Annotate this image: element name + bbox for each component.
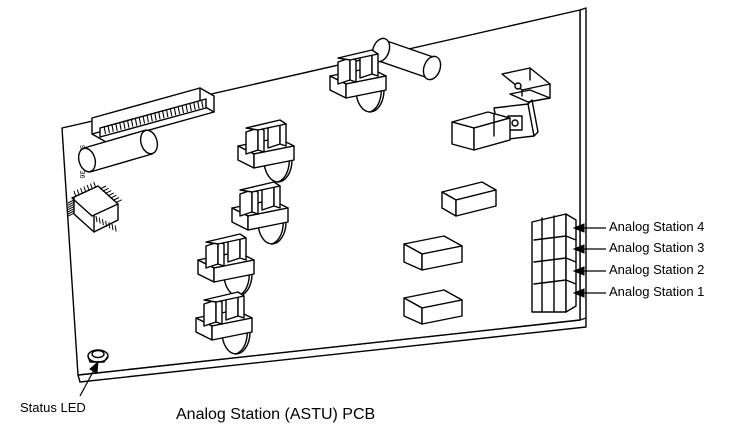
connector-pin	[154, 112, 157, 121]
label-analog-station-3: Analog Station 3	[609, 240, 704, 255]
chip-leg	[110, 194, 117, 199]
cylinder-top	[371, 37, 442, 81]
callout-arrow-head	[572, 223, 585, 233]
connector-pin	[193, 101, 196, 110]
diagram-caption: Analog Station (ASTU) PCB	[176, 406, 375, 423]
label-analog-station-1: Analog Station 1	[609, 284, 704, 299]
station-jack-block	[531, 213, 577, 313]
block-component-3	[403, 289, 463, 325]
connector-pin	[115, 122, 118, 131]
chip-leg	[86, 184, 90, 192]
chip-leg	[95, 215, 98, 223]
chip-leg	[67, 206, 75, 211]
pcb-board-bottom-edge	[79, 317, 587, 383]
chip-leg	[111, 223, 114, 231]
transformer-block	[451, 111, 511, 151]
connector-pin	[119, 121, 122, 130]
bracket-part	[501, 67, 551, 103]
pcb-board	[61, 7, 587, 383]
connector-pin	[107, 124, 110, 134]
chip-leg	[67, 199, 75, 204]
connector-pin	[142, 115, 146, 124]
chip-leg	[67, 201, 75, 206]
chip-leg	[105, 220, 108, 227]
callout-arrow-head	[572, 288, 585, 298]
chip-leg	[99, 185, 107, 190]
connector-pin	[169, 108, 173, 117]
chip-leg	[112, 197, 120, 201]
callout-arrow-head	[572, 266, 585, 276]
chip-leg	[83, 186, 87, 193]
connector-pin	[146, 114, 149, 123]
connector-pin	[181, 104, 185, 114]
cylinder-left	[77, 129, 159, 173]
pcb-board-face	[61, 9, 581, 376]
connector-pin	[177, 105, 181, 115]
label-analog-station-4: Analog Station 4	[609, 219, 704, 234]
relay-component	[197, 233, 255, 297]
relay-components	[195, 49, 387, 355]
connector-pin	[111, 123, 114, 133]
chip-legs	[67, 181, 122, 232]
relay-component	[237, 119, 295, 183]
connector-pin	[130, 118, 134, 127]
status-led-arrow-line	[79, 369, 95, 397]
connector-pin	[158, 111, 161, 120]
callout-arrow-head	[572, 244, 585, 254]
connector-pin	[173, 106, 177, 116]
chip-leg	[90, 183, 93, 190]
connector-pin	[161, 110, 165, 119]
connector-pin	[200, 99, 204, 108]
label-status-led: Status LED	[20, 400, 86, 415]
status-led	[87, 349, 109, 363]
relay-component	[195, 291, 253, 355]
connector-pin	[103, 125, 107, 135]
status-led-arrow-head	[89, 360, 99, 374]
relay-component	[329, 49, 387, 113]
connector-pin	[189, 102, 192, 112]
chip-leg	[80, 187, 84, 195]
edge-connector	[91, 87, 215, 143]
chip-leg	[67, 212, 75, 217]
chip-leg	[93, 181, 97, 189]
label-analog-station-2: Analog Station 2	[609, 262, 704, 277]
chip-leg	[115, 199, 122, 204]
chip-leg	[67, 210, 75, 215]
connector-pin	[126, 119, 130, 128]
qfp-chip	[67, 181, 122, 233]
chip-leg	[67, 203, 75, 208]
connector-pin	[165, 109, 169, 118]
relay-component	[231, 181, 289, 245]
chip-leg	[102, 187, 109, 192]
chip-leg	[101, 219, 104, 226]
block-component-1	[441, 181, 497, 217]
connector-pin	[134, 117, 138, 126]
connector-pin	[197, 100, 200, 109]
chip-leg	[107, 192, 115, 197]
chip-leg	[67, 208, 75, 213]
connector-pins	[103, 99, 204, 135]
connector-pin	[150, 113, 153, 122]
chip-leg	[98, 217, 101, 224]
chip-leg	[114, 225, 117, 232]
chip-leg	[108, 222, 111, 229]
callout-arrows	[79, 223, 606, 397]
chip-leg	[73, 190, 77, 198]
block-component-2	[403, 235, 463, 271]
chip-leg	[104, 190, 112, 195]
connector-pin	[185, 103, 188, 113]
connector-pin	[122, 120, 126, 129]
connector-pin	[138, 116, 142, 125]
chip-leg	[76, 189, 80, 196]
